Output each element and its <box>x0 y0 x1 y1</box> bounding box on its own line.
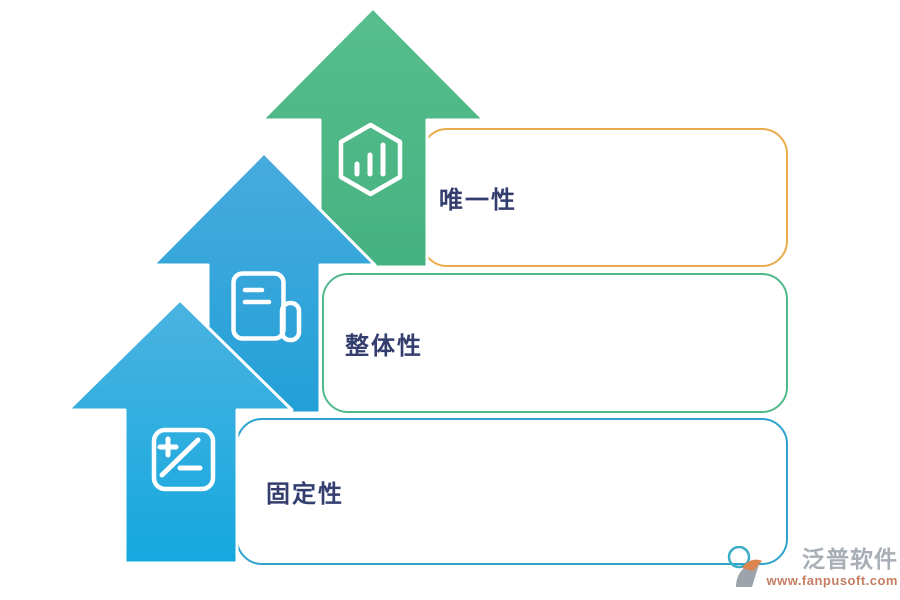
watermark-brand: 泛普软件 <box>802 546 898 572</box>
watermark-url: www.fanpusoft.com <box>766 573 898 588</box>
fanpu-logo-icon <box>728 546 763 587</box>
arrow-up-green <box>260 6 486 269</box>
feature-label-integrity: 整体性 <box>345 332 423 360</box>
plus-minus-icon <box>151 427 216 492</box>
watermark: 泛普软件 www.fanpusoft.com <box>726 546 898 592</box>
feature-box-integrity: 整体性 <box>322 273 788 413</box>
watermark-text: 泛普软件 www.fanpusoft.com <box>766 546 898 588</box>
hexagon-bar-chart-icon <box>338 122 403 197</box>
feature-label-uniqueness: 唯一性 <box>439 187 517 214</box>
feature-box-uniqueness: 唯一性 <box>421 128 788 267</box>
feature-label-fixedness: 固定性 <box>266 481 344 508</box>
document-copy-icon <box>231 271 302 343</box>
feature-box-fixedness: 固定性 <box>236 418 788 565</box>
